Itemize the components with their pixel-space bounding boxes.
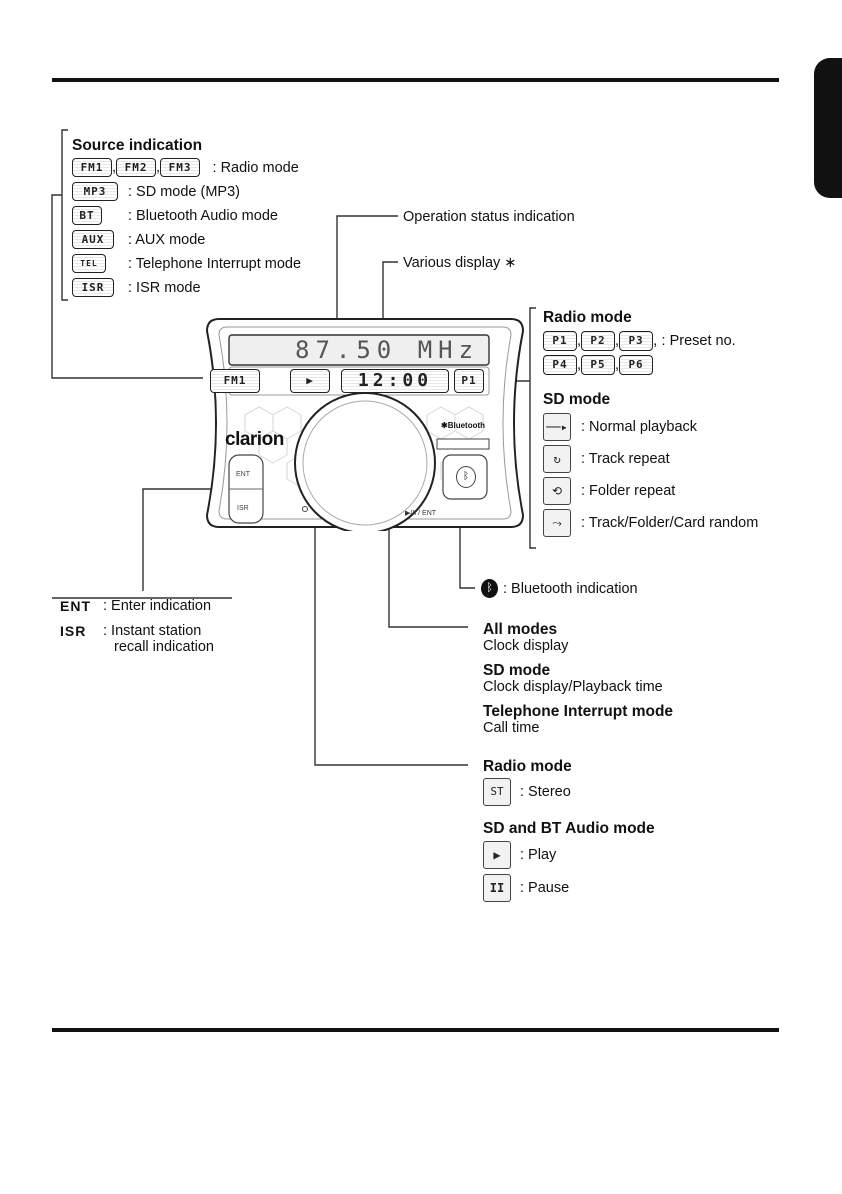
pause-icon: II — [483, 874, 511, 902]
play-label: : Play — [520, 847, 557, 863]
isr-source-icon: ISR — [72, 278, 114, 297]
track-repeat-label: : Track repeat — [581, 451, 670, 467]
source-indication-heading: Source indication — [72, 137, 203, 154]
isr-indication-label-1: : Instant station — [103, 623, 202, 639]
top-rule — [52, 78, 779, 82]
preset-row-2: P4,P5,P6 — [543, 355, 654, 375]
aux-mode-label: : AUX mode — [128, 232, 206, 248]
ent-button[interactable]: ENT — [236, 471, 250, 478]
all-modes-heading: All modes — [483, 621, 558, 638]
telephone-mode-text: Call time — [483, 720, 540, 736]
preset-5-icon: P5 — [581, 355, 616, 375]
preset-6-icon: P6 — [619, 355, 654, 375]
random-icon: ⤳ — [543, 509, 571, 537]
normal-playback-label: : Normal playback — [581, 419, 698, 435]
bluetooth-indication-label: : Bluetooth indication — [503, 581, 638, 597]
source-row-bt: BT : Bluetooth Audio mode — [72, 206, 278, 225]
source-row-radio: FM1,FM2,FM3 : Radio mode — [72, 158, 299, 177]
isr-mode-label: : ISR mode — [128, 280, 201, 296]
various-display-callout: Various display ∗ — [403, 255, 517, 271]
play-pause-label: ▶/II / ENT — [405, 510, 437, 517]
mp3-icon: MP3 — [72, 182, 118, 201]
radio-mode-bottom-heading: Radio mode — [483, 758, 572, 775]
bt-source-icon: BT — [72, 206, 102, 225]
aux-icon: AUX — [72, 230, 114, 249]
preset-3-icon: P3 — [619, 331, 654, 351]
pause-label: : Pause — [520, 880, 570, 896]
play-status-display: ▶ — [290, 369, 330, 393]
isr-indication-icon: ISR — [60, 623, 87, 639]
source-row-isr: ISR : ISR mode — [72, 278, 201, 297]
bluetooth-icon: ᛒ — [481, 579, 498, 598]
track-repeat-icon: ↻ — [543, 445, 571, 473]
bottom-rule — [52, 1028, 779, 1032]
source-row-tel: TEL : Telephone Interrupt mode — [72, 254, 301, 273]
fm1-icon: FM1 — [72, 158, 112, 177]
sd-mode-right-heading: SD mode — [543, 391, 611, 408]
folder-repeat-label: : Folder repeat — [581, 483, 676, 499]
random-label: : Track/Folder/Card random — [581, 515, 759, 531]
folder-repeat-icon: ⟲ — [543, 477, 571, 505]
preset-1-icon: P1 — [543, 331, 577, 351]
clarion-logo: clarion — [225, 429, 284, 450]
preset-display: P1 — [454, 369, 484, 393]
section-tab — [814, 58, 842, 198]
sd-mode-label: : SD mode (MP3) — [128, 184, 240, 200]
isr-indication-label-2: recall indication — [114, 639, 214, 655]
enter-indication-label: : Enter indication — [103, 598, 212, 614]
play-icon: ▶ — [483, 841, 511, 869]
radio-mode-right-heading: Radio mode — [543, 309, 632, 326]
stereo-label: : Stereo — [520, 784, 571, 800]
stereo-icon: ST — [483, 778, 511, 806]
normal-playback-icon: ──▸ — [543, 413, 571, 441]
source-row-sd: MP3 : SD mode (MP3) — [72, 182, 240, 201]
preset-row-1: P1,P2,P3, : Preset no. — [543, 331, 736, 351]
bluetooth-logo-icon: ✱ — [441, 421, 448, 430]
source-row-aux: AUX : AUX mode — [72, 230, 205, 249]
frequency-display: 87.50 MHz — [295, 336, 480, 364]
sd-mode-clock-text: Clock display/Playback time — [483, 679, 663, 695]
separator: , — [156, 159, 161, 176]
ent-indication-icon: ENT — [60, 598, 91, 614]
all-modes-text: Clock display — [483, 638, 569, 654]
head-unit: 87.50 MHz FM1 ▶ 12:00 P1 clarion ✱Blueto… — [205, 315, 525, 531]
preset-2-icon: P2 — [581, 331, 616, 351]
bluetooth-logo: ✱Bluetooth — [441, 421, 485, 430]
sd-mode-clock-heading: SD mode — [483, 662, 551, 679]
radio-mode-label: : Radio mode — [212, 159, 299, 176]
bt-mode-label: : Bluetooth Audio mode — [128, 208, 278, 224]
isr-button[interactable]: ISR — [237, 505, 249, 512]
operation-status-callout: Operation status indication — [403, 209, 575, 225]
bluetooth-logo-text: Bluetooth — [447, 421, 486, 430]
telephone-mode-heading: Telephone Interrupt mode — [483, 703, 674, 720]
telephone-icon: TEL — [72, 254, 106, 273]
bluetooth-button[interactable]: ᛒ — [456, 466, 476, 488]
tel-mode-label: : Telephone Interrupt mode — [128, 256, 302, 272]
preset-4-icon: P4 — [543, 355, 577, 375]
sd-bt-mode-heading: SD and BT Audio mode — [483, 820, 655, 837]
clock-display: 12:00 — [341, 369, 449, 393]
source-display-icon: FM1 — [210, 369, 260, 393]
separator: , — [112, 159, 117, 176]
fm2-icon: FM2 — [116, 158, 157, 177]
preset-no-label: : Preset no. — [661, 333, 736, 350]
fm3-icon: FM3 — [160, 158, 201, 177]
